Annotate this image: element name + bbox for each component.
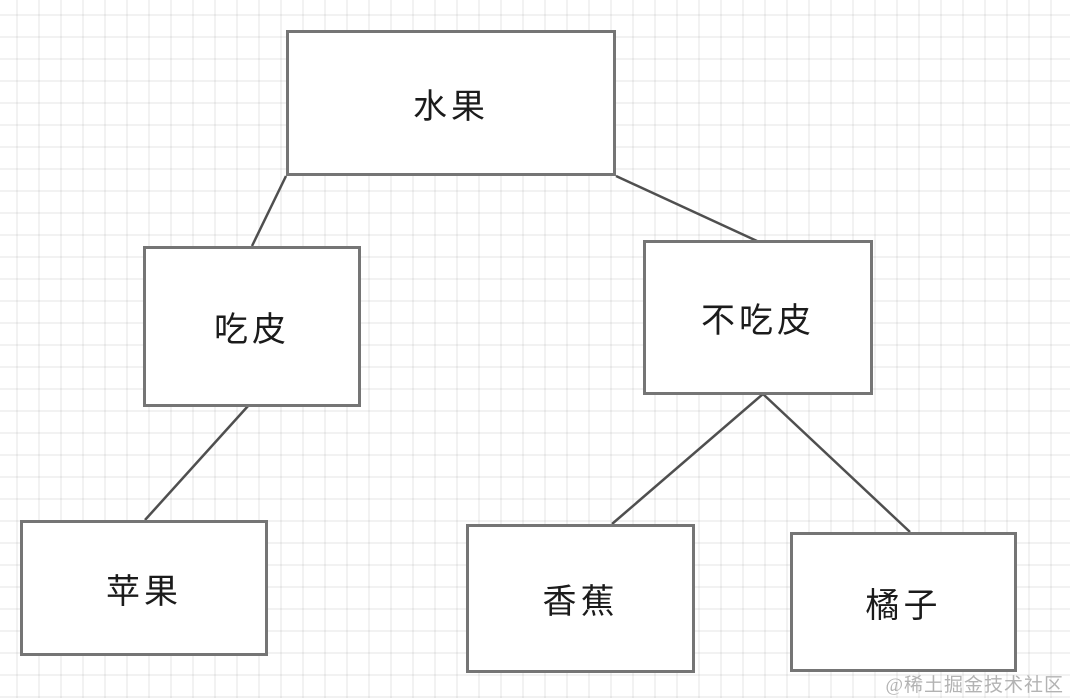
edge-root-to-no-eat [615,174,758,243]
edge-no-eat-to-orange [762,393,911,533]
node-banana: 香蕉 [466,524,695,673]
node-eat-skin: 吃皮 [143,246,361,407]
node-apple-label: 苹果 [106,573,182,611]
node-banana-label: 香蕉 [542,584,619,621]
edge-eat-skin-to-apple [144,405,249,521]
node-fruit-label: 水果 [413,88,489,126]
node-orange-label: 橘子 [865,587,942,625]
node-eat-skin-label: 吃皮 [214,312,290,349]
node-no-eat-skin: 不吃皮 [643,240,873,395]
node-orange: 橘子 [790,532,1017,672]
edge-root-to-eat-skin [250,175,288,247]
edge-no-eat-to-banana [611,393,764,525]
watermark: @稀土掘金技术社区 [885,675,1064,696]
node-fruit: 水果 [286,30,616,176]
node-apple: 苹果 [20,520,268,656]
node-no-eat-skin-label: 不吃皮 [701,303,815,340]
